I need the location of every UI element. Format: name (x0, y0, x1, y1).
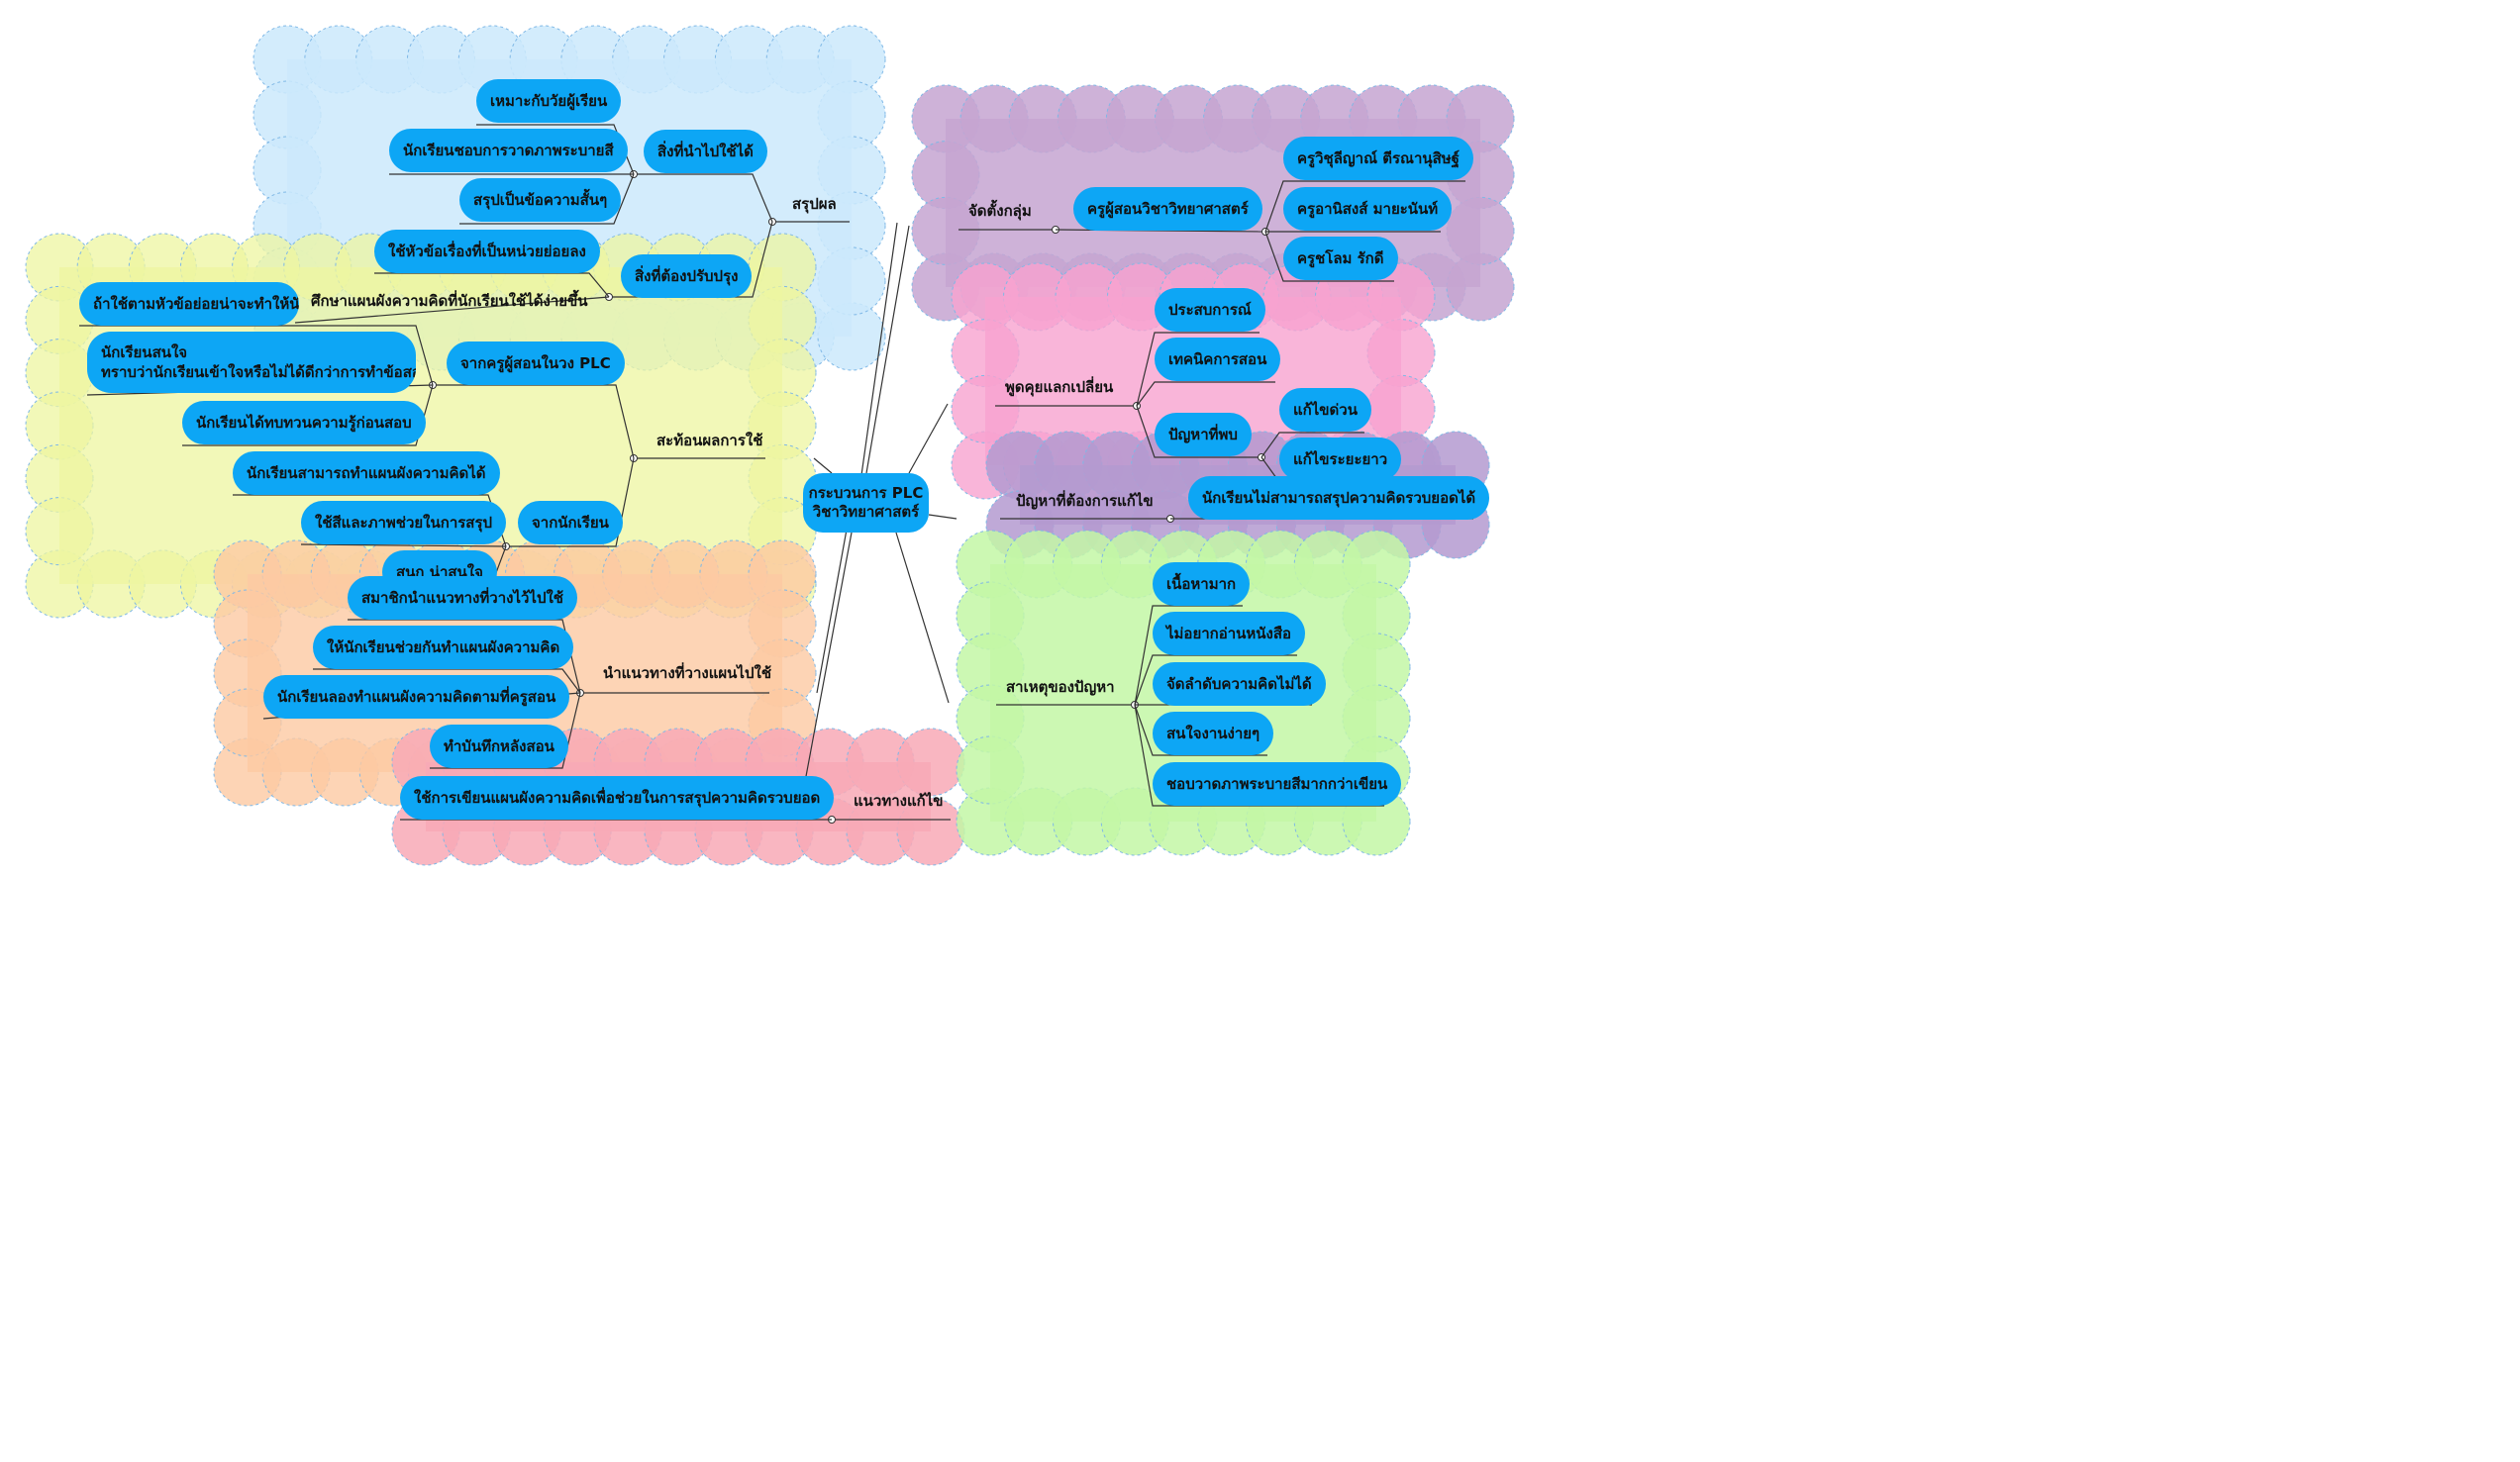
spoke-solution (803, 532, 853, 788)
cause-i4 (1134, 704, 1384, 807)
improve-node[interactable]: สิ่งที่ต้องปรับปรุง (621, 254, 753, 298)
reflect-label[interactable]: สะท้อนผลการใช้ (656, 432, 763, 449)
cause-item[interactable]: จัดลำดับความคิดไม่ได้ (1153, 662, 1326, 706)
spoke-problem (928, 514, 958, 520)
teacher-item-multiline[interactable]: นักเรียนสนใจ ทราบว่านักเรียนเข้าใจหรือไม… (87, 332, 416, 393)
students-i1 (300, 543, 507, 547)
improve-i0 (374, 272, 610, 298)
student-item[interactable]: นักเรียนสามารถทำแผนผังความคิดได้ (233, 451, 500, 495)
cause-item[interactable]: เนื้อหามาก (1153, 562, 1251, 606)
ptype-i0 (1260, 432, 1364, 458)
spoke-group (865, 225, 910, 474)
spoke-cause (895, 532, 950, 704)
apply-i1 (313, 668, 581, 694)
spoke-summary (860, 222, 898, 476)
problem-label[interactable]: ปัญหาที่ต้องการแก้ไข (1016, 492, 1154, 510)
cause-i0 (1134, 605, 1243, 706)
cause-item[interactable]: ชอบวาดภาพระบายสีมากกว่าเขียน (1153, 762, 1402, 806)
summary-label[interactable]: สรุปผล (792, 195, 837, 213)
teacher-item-line: ทราบว่านักเรียนเข้าใจหรือไม่ได้ดีกว่าการ… (101, 363, 416, 381)
teacher-item[interactable]: ถ้าใช้ตามหัวข้อย่อยน่าจะทำให้นักเรียนทำไ… (79, 282, 299, 326)
usable-item[interactable]: สรุปเป็นข้อความสั้นๆ (459, 178, 622, 222)
teacher-item-line: นักเรียนสนใจ (101, 343, 188, 361)
member-item[interactable]: ครูอานิสงส์ มายะนันท์ (1283, 187, 1453, 231)
discuss-i0 (1136, 332, 1260, 407)
improve-i1 (294, 296, 610, 324)
reflect-to-students (506, 457, 635, 547)
spoke-apply (816, 529, 848, 694)
discuss-item[interactable]: ปัญหาที่พบ (1155, 413, 1252, 456)
problem-type-item[interactable]: แก้ไขระยะยาว (1279, 438, 1402, 481)
central-topic-line2: วิชาวิทยาศาสตร์ (812, 503, 920, 521)
spoke-reflect (813, 457, 833, 474)
cause-i3 (1134, 704, 1267, 756)
apply-i0 (348, 619, 581, 694)
discuss-i2 (1136, 405, 1261, 458)
summary-to-usable (634, 173, 773, 223)
sub-i2 (1264, 231, 1394, 282)
usable-i0 (476, 124, 635, 175)
improve-item[interactable]: ศึกษาแผนผังความคิดที่นักเรียนใช้ได้ง่ายข… (311, 292, 588, 310)
apply-i3 (430, 692, 581, 769)
reflect-to-teachers (433, 384, 635, 459)
group-sub-node[interactable]: ครูผู้สอนวิชาวิทยาศาสตร์ (1073, 187, 1262, 231)
teachers-node[interactable]: จากครูผู้สอนในวง PLC (447, 341, 625, 385)
member-item[interactable]: ครูชโลม รักดี (1283, 237, 1398, 280)
teachers-i0 (79, 325, 434, 386)
member-item[interactable]: ครูวิชุลีญาณ์ ตีรณานุสิษฐ์ (1283, 137, 1473, 180)
usable-item[interactable]: นักเรียนชอบการวาดภาพระบายสี (389, 129, 628, 172)
apply-label[interactable]: นำแนวทางที่วางแผนไปใช้ (603, 664, 771, 682)
problem-item[interactable]: นักเรียนไม่สามารถสรุปความคิดรวบยอดได้ (1188, 476, 1490, 520)
cause-i1 (1134, 654, 1297, 706)
improve-item[interactable]: ใช้หัวข้อเรื่องที่เป็นหน่วยย่อยลง (374, 230, 600, 273)
problem-type-item[interactable]: แก้ไขด่วน (1279, 388, 1371, 432)
cause-item[interactable]: สนใจงานง่ายๆ (1153, 712, 1274, 755)
solution-label[interactable]: แนวทางแก้ไข (854, 792, 944, 810)
apply-item[interactable]: ให้นักเรียนช่วยกันทำแผนผังความคิด (313, 626, 574, 669)
cause-label[interactable]: สาเหตุของปัญหา (1006, 678, 1115, 696)
student-item[interactable]: ใช้สีและภาพช่วยในการสรุป (301, 501, 507, 544)
central-topic-line1: กระบวนการ PLC (808, 484, 924, 502)
discuss-i1 (1136, 381, 1275, 407)
teachers-i2 (182, 384, 434, 446)
spoke-discuss (908, 403, 949, 474)
sub-i0 (1264, 180, 1465, 233)
usable-node[interactable]: สิ่งที่นำไปใช้ได้ (644, 130, 767, 173)
teacher-item[interactable]: นักเรียนได้ทบทวนความรู้ก่อนสอบ (182, 401, 426, 444)
cause-item[interactable]: ไม่อยากอ่านหนังสือ (1153, 612, 1306, 655)
discuss-label[interactable]: พูดคุยแลกเปลี่ยน (1005, 378, 1114, 396)
usable-i2 (459, 173, 635, 225)
usable-item[interactable]: เหมาะกับวัยผู้เรียน (476, 79, 622, 123)
central-topic[interactable]: กระบวนการ PLC วิชาวิทยาศาสตร์ (803, 473, 929, 533)
apply-item[interactable]: นักเรียนลองทำแผนผังความคิดตามที่ครูสอน (263, 675, 570, 719)
apply-item[interactable]: สมาชิกนำแนวทางที่วางไว้ไปใช้ (348, 576, 577, 620)
students-node[interactable]: จากนักเรียน (518, 501, 623, 544)
group-label[interactable]: จัดตั้งกลุ่ม (968, 202, 1032, 220)
apply-item[interactable]: ทำบันทึกหลังสอน (430, 725, 568, 768)
discuss-item[interactable]: เทคนิคการสอน (1155, 338, 1281, 381)
discuss-item[interactable]: ประสบการณ์ (1155, 288, 1265, 332)
solution-item[interactable]: ใช้การเขียนแผนผังความคิดเพื่อช่วยในการสร… (400, 776, 835, 820)
